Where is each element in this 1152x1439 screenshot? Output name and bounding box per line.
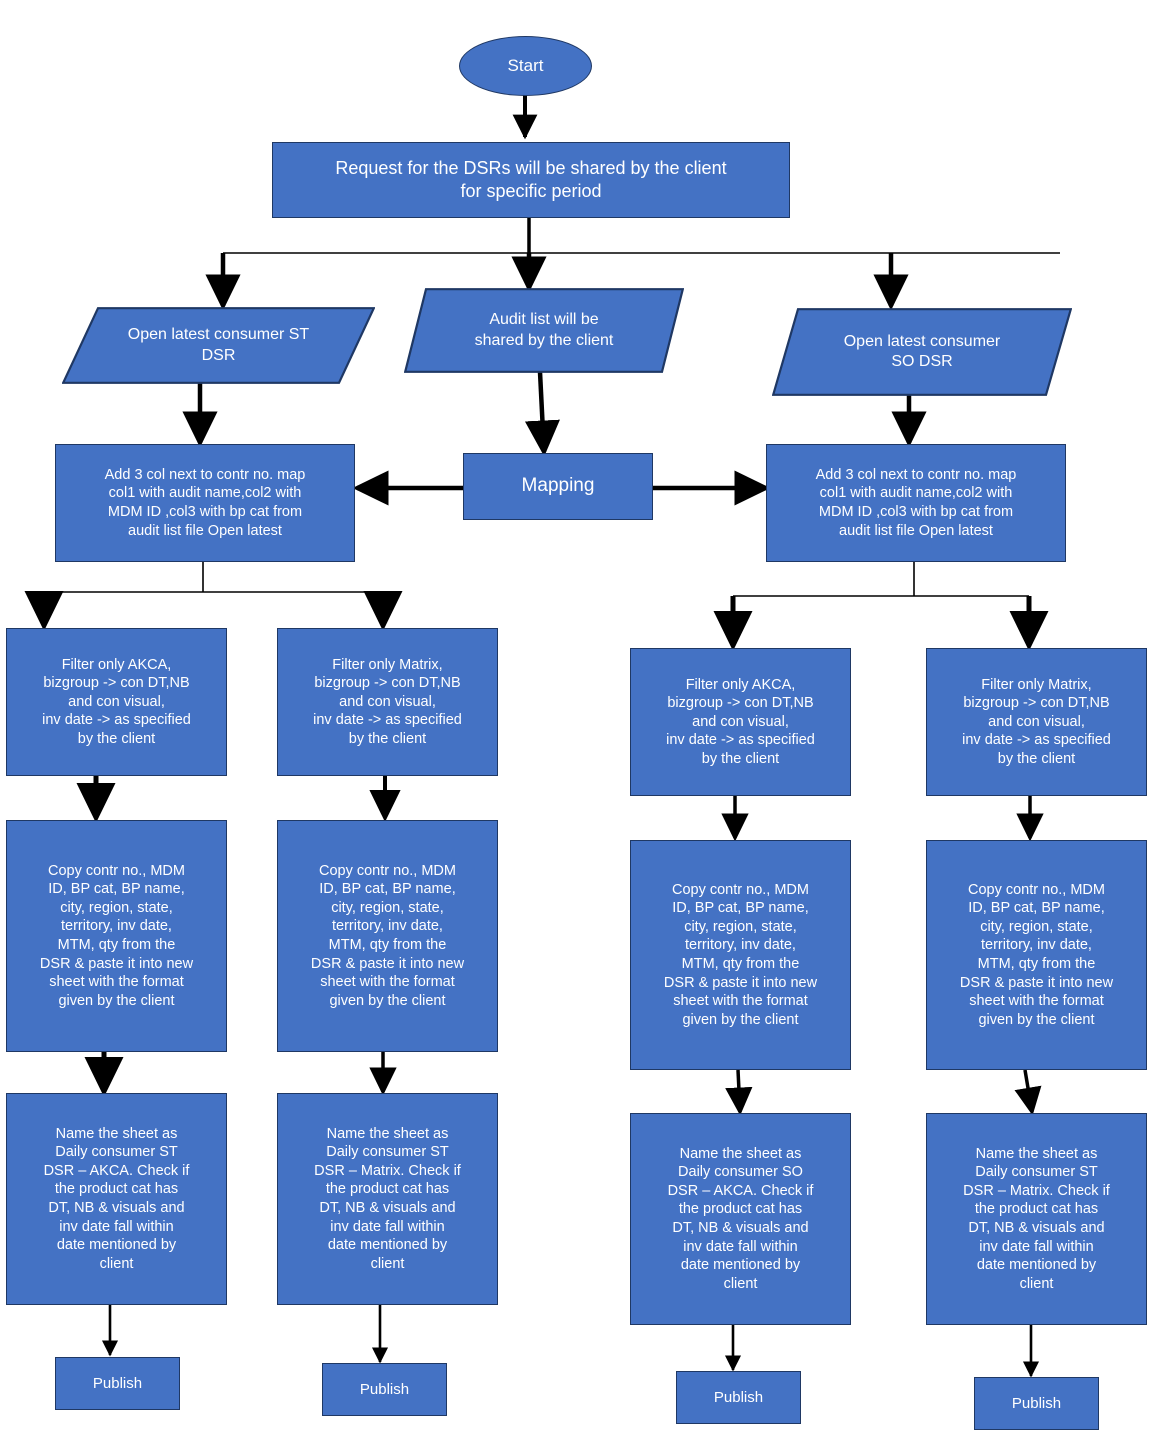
node-audit-list-shared[interactable]: Audit list will be shared by the client (404, 288, 684, 373)
node-label-audit-list: Audit list will be shared by the client (474, 311, 614, 349)
node-filter-akca-st[interactable]: Filter only AKCA, bizgroup -> con DT,NB … (6, 628, 227, 776)
node-name-sheet-so-akca[interactable]: Name the sheet as Daily consumer SO DSR … (630, 1113, 851, 1325)
node-mapping[interactable]: Mapping (463, 453, 653, 520)
node-open-latest-consumer-so-dsr[interactable]: Open latest consumer SO DSR (772, 308, 1072, 396)
node-filter-akca-so[interactable]: Filter only AKCA, bizgroup -> con DT,NB … (630, 648, 851, 796)
node-add-3-col-right[interactable]: Add 3 col next to contr no. map col1 wit… (766, 444, 1066, 562)
node-name-sheet-so-matrix[interactable]: Name the sheet as Daily consumer ST DSR … (926, 1113, 1147, 1325)
parallelogram-shape-audit-list (404, 288, 684, 373)
node-publish-st-akca[interactable]: Publish (55, 1357, 180, 1410)
node-filter-matrix-st[interactable]: Filter only Matrix, bizgroup -> con DT,N… (277, 628, 498, 776)
parallelogram-shape-st-dsr (62, 307, 375, 384)
edge-audit-to-mapping (524, 371, 560, 457)
node-name-sheet-st-matrix[interactable]: Name the sheet as Daily consumer ST DSR … (277, 1093, 498, 1305)
edge-copy-so-matrix-to-name (1014, 1069, 1042, 1116)
node-copy-st-akca[interactable]: Copy contr no., MDM ID, BP cat, BP name,… (6, 820, 227, 1052)
node-name-sheet-st-akca[interactable]: Name the sheet as Daily consumer ST DSR … (6, 1093, 227, 1305)
node-publish-so-matrix[interactable]: Publish (974, 1377, 1099, 1430)
node-request-for-dsrs[interactable]: Request for the DSRs will be shared by t… (272, 142, 790, 218)
node-label-open-st-dsr: Open latest consumer ST DSR (127, 326, 310, 364)
node-copy-so-matrix[interactable]: Copy contr no., MDM ID, BP cat, BP name,… (926, 840, 1147, 1070)
node-add-3-col-left[interactable]: Add 3 col next to contr no. map col1 wit… (55, 444, 355, 562)
node-start[interactable]: Start (459, 36, 592, 96)
node-copy-st-matrix[interactable]: Copy contr no., MDM ID, BP cat, BP name,… (277, 820, 498, 1052)
node-copy-so-akca[interactable]: Copy contr no., MDM ID, BP cat, BP name,… (630, 840, 851, 1070)
node-publish-st-matrix[interactable]: Publish (322, 1363, 447, 1416)
node-open-latest-consumer-st-dsr[interactable]: Open latest consumer ST DSR (62, 307, 375, 384)
node-filter-matrix-so[interactable]: Filter only Matrix, bizgroup -> con DT,N… (926, 648, 1147, 796)
edge-copy-so-akca-to-name (725, 1069, 753, 1116)
parallelogram-shape-so-dsr (772, 308, 1072, 396)
node-label-open-so-dsr: Open latest consumer SO DSR (843, 332, 1001, 370)
node-publish-so-akca[interactable]: Publish (676, 1371, 801, 1424)
